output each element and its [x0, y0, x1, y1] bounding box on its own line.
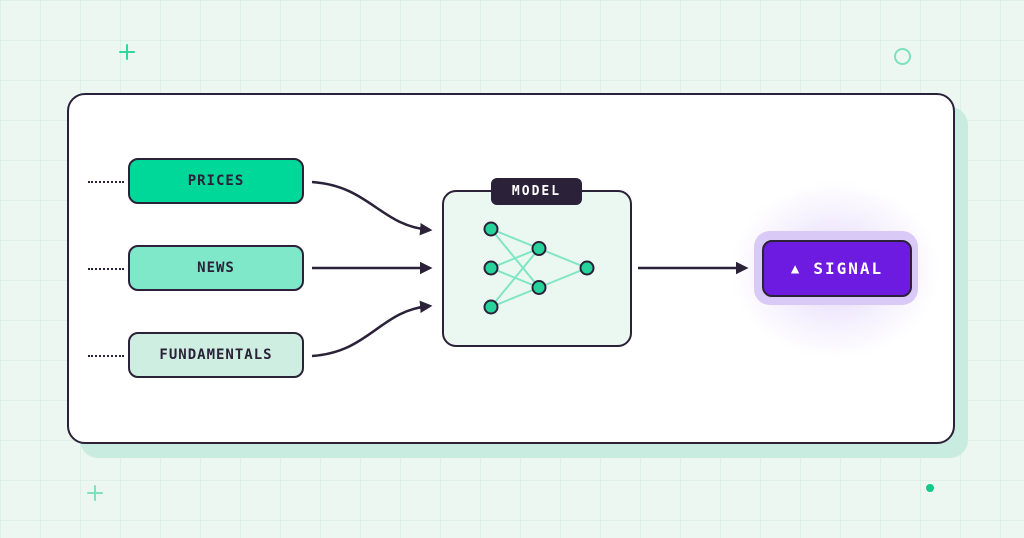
input-label: PRICES [187, 173, 245, 189]
network-edge [538, 247, 588, 269]
network-node [483, 260, 499, 276]
dotted-leader [88, 181, 124, 183]
input-news: NEWS [128, 245, 304, 291]
arrow-fundamentals-to-model [311, 300, 433, 358]
network-edge [538, 267, 588, 289]
dotted-leader [88, 268, 124, 270]
network-node [531, 280, 547, 295]
input-fundamentals: FUNDAMENTALS [128, 332, 304, 378]
network-edge [490, 228, 540, 250]
dotted-leader [88, 355, 124, 357]
input-prices: PRICES [128, 158, 304, 204]
network-node [483, 221, 499, 237]
network-node [483, 299, 499, 315]
network-node [531, 241, 547, 256]
model-tag: MODEL [491, 178, 582, 205]
triangle-up-icon: ▲ [790, 260, 800, 277]
input-label: FUNDAMENTALS [159, 347, 273, 363]
model-box [442, 190, 632, 347]
network-edge [490, 247, 540, 269]
network-node [579, 260, 595, 276]
plus-decoration-icon [119, 44, 135, 60]
network-edge [490, 247, 540, 308]
model-label: MODEL [511, 184, 562, 199]
plus-decoration-icon [87, 485, 103, 501]
arrow-prices-to-model [311, 180, 433, 236]
neural-network [483, 221, 595, 315]
network-edge [490, 286, 540, 308]
input-label: NEWS [197, 260, 235, 276]
signal-output: ▲ SIGNAL [762, 240, 912, 297]
signal-label: SIGNAL [813, 259, 884, 278]
dot-decoration-icon [926, 484, 934, 492]
circle-decoration-icon [894, 48, 911, 65]
